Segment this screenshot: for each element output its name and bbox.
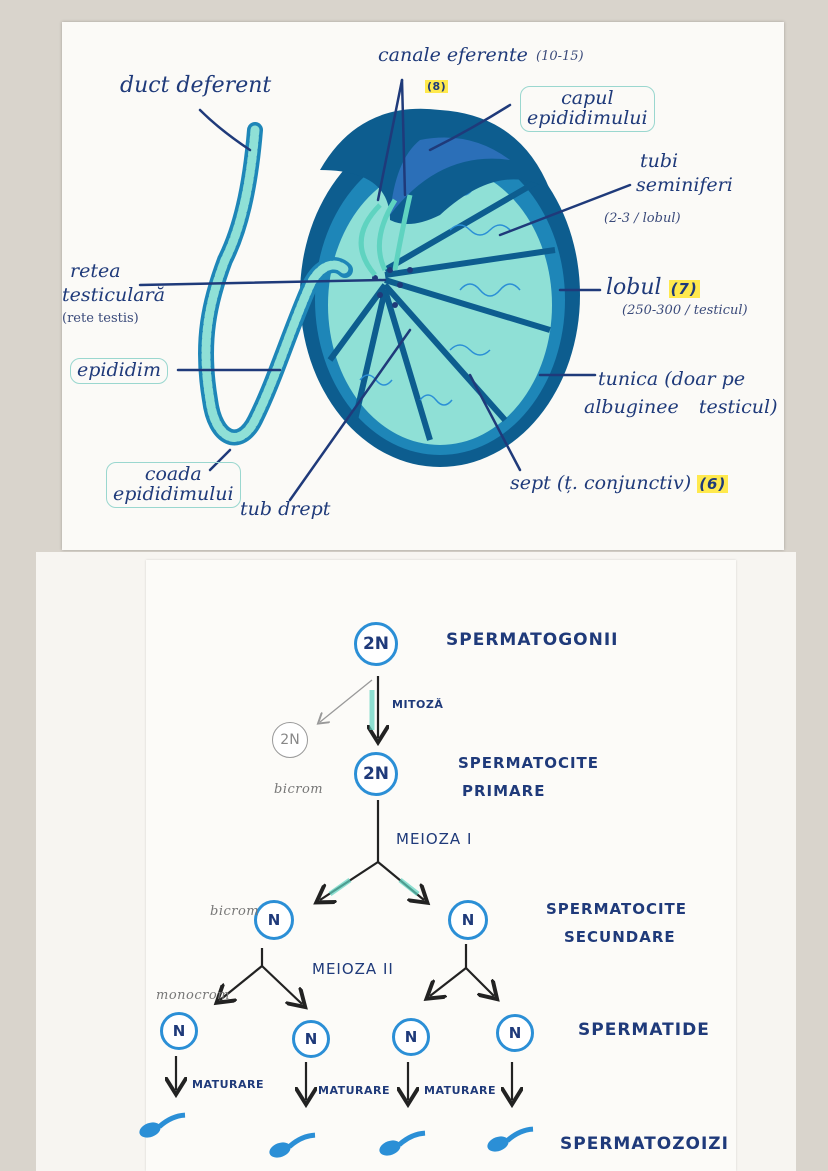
bottom-paper-inner (146, 560, 736, 1171)
label-bicrom-2: bicrom (210, 904, 260, 919)
label-epididim: epididim (70, 358, 168, 384)
label-coada-epididimului: coada epididimului (106, 462, 241, 508)
albuginee-text: albuginee (584, 396, 679, 418)
sept-text: sept (ț. conjunctiv) (510, 472, 692, 494)
circle-primare-2n: 2N (354, 752, 398, 796)
label-albuginee: albuginee testicul) (584, 396, 778, 418)
testis-anatomy-drawing (138, 78, 632, 502)
circle-spermatida-4: N (496, 1014, 534, 1052)
label-seminiferi: seminiferi (636, 174, 733, 196)
label-canale-count: (10-15) (536, 49, 584, 64)
circle-spermatida-3: N (392, 1018, 430, 1056)
label-retea: retea (70, 260, 121, 282)
label-meioza-2: MEIOZA II (312, 960, 394, 978)
label-canale-num: (8) (425, 80, 449, 93)
coada-line-1: coada (144, 463, 202, 485)
coada-line-2: epididimului (113, 482, 234, 505)
label-tunica: tunica (doar pe (598, 368, 746, 390)
label-duct-deferent: duct deferent (120, 73, 272, 98)
label-monocrom: monocrom (156, 988, 231, 1003)
label-spermatogonii: SPERMATOGONII (446, 630, 619, 650)
label-rete-testis: (rete testis) (62, 311, 139, 326)
label-bicrom: bicrom (274, 782, 324, 797)
label-tubi: tubi (640, 150, 679, 172)
label-canale-eferente: canale eferente (378, 44, 528, 66)
label-spermatozoizi: SPERMATOZOIZI (560, 1134, 729, 1154)
bottom-paper-sheet (36, 552, 796, 1171)
tunica-1: tunica (598, 368, 659, 390)
circle-secundar-n-left: N (254, 900, 294, 940)
circle-spermatida-1: N (160, 1012, 198, 1050)
label-sept: sept (ț. conjunctiv) (6) (510, 472, 729, 494)
spermatozoa-group (139, 1112, 534, 1158)
circle-secundar-n-right: N (448, 900, 488, 940)
capul-line-1: capul (561, 87, 614, 109)
lobul-num: (7) (668, 280, 700, 298)
circle-faint-2n: 2N (272, 722, 308, 758)
label-maturare-2: MATURARE (318, 1084, 391, 1097)
label-spermatocite-primare-1: SPERMATOCITE (458, 754, 600, 772)
capul-line-2: epididimului (527, 106, 648, 129)
label-tubi-count: (2-3 / lobul) (604, 211, 681, 226)
label-testiculara: testiculară (62, 284, 166, 306)
label-spermatide: SPERMATIDE (578, 1020, 710, 1040)
label-mitoza: MITOZĂ (392, 698, 444, 711)
epididymis-duct (198, 122, 353, 446)
tunica-2: (doar pe (664, 368, 746, 390)
label-maturare-3: MATURARE (424, 1084, 497, 1097)
label-lobul: lobul (7) (606, 276, 700, 299)
sept-num: (6) (697, 475, 729, 493)
label-spermatocite-secundare-2: SECUNDARE (564, 928, 676, 946)
label-tub-drept: tub drept (240, 498, 331, 520)
circle-spermatida-2: N (292, 1020, 330, 1058)
label-capul-epididimului: capul epididimului (520, 86, 655, 132)
circle-spermatogonii-2n: 2N (354, 622, 398, 666)
testicul-text: testicul) (698, 396, 778, 418)
label-spermatocite-secundare-1: SPERMATOCITE (546, 900, 688, 918)
lobul-text: lobul (606, 275, 662, 300)
label-maturare-1: MATURARE (192, 1078, 265, 1091)
label-lobul-count: (250-300 / testicul) (622, 303, 748, 318)
label-spermatocite-primare-2: PRIMARE (462, 782, 546, 800)
label-meioza-1: MEIOZA I (396, 830, 473, 848)
